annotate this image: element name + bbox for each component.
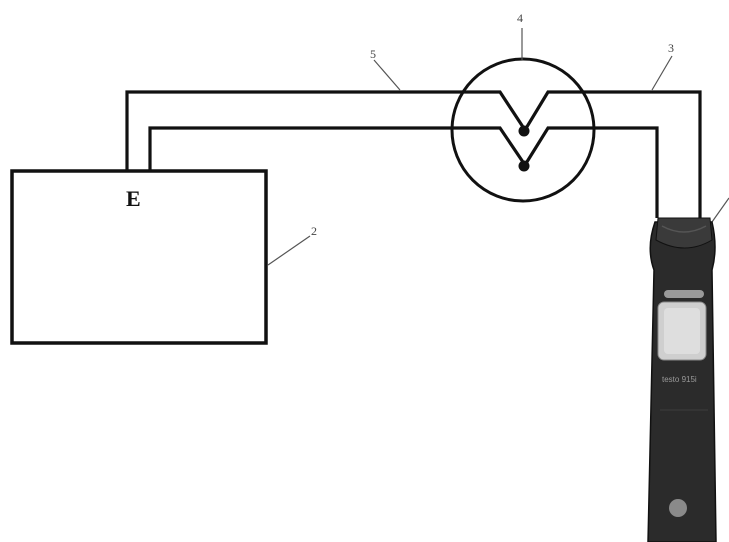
device-led — [664, 290, 704, 298]
outer-wire-left — [125, 90, 527, 171]
source-box — [10, 169, 268, 345]
callout-2: 2 — [311, 224, 317, 238]
outer-wire-right — [523, 90, 702, 218]
device-model-label: testo 915i — [662, 375, 697, 384]
junction-point-upper — [518, 125, 530, 137]
device-button-face — [664, 308, 700, 354]
junction-point-lower — [518, 160, 530, 172]
callouts: 4 5 3 2 — [267, 11, 729, 266]
leader-3 — [651, 55, 673, 91]
callout-5: 5 — [370, 47, 376, 61]
device-head-ridge — [661, 225, 707, 233]
voltage-source: E — [10, 169, 268, 345]
callout-3: 3 — [668, 41, 674, 55]
inner-wire-right — [523, 126, 659, 218]
leader-1 — [711, 197, 729, 223]
inner-wire-left — [148, 126, 527, 171]
device-logo-mark — [669, 499, 687, 517]
leader-2 — [267, 235, 311, 266]
source-label: E — [126, 186, 141, 211]
junction-circle — [450, 57, 596, 203]
callout-4: 4 — [517, 11, 523, 25]
connection-wires — [125, 90, 702, 218]
handheld-thermometer: testo 915i — [647, 217, 717, 542]
thermocouple-junction — [450, 57, 596, 203]
leader-5 — [373, 59, 401, 91]
device-head — [655, 217, 713, 249]
